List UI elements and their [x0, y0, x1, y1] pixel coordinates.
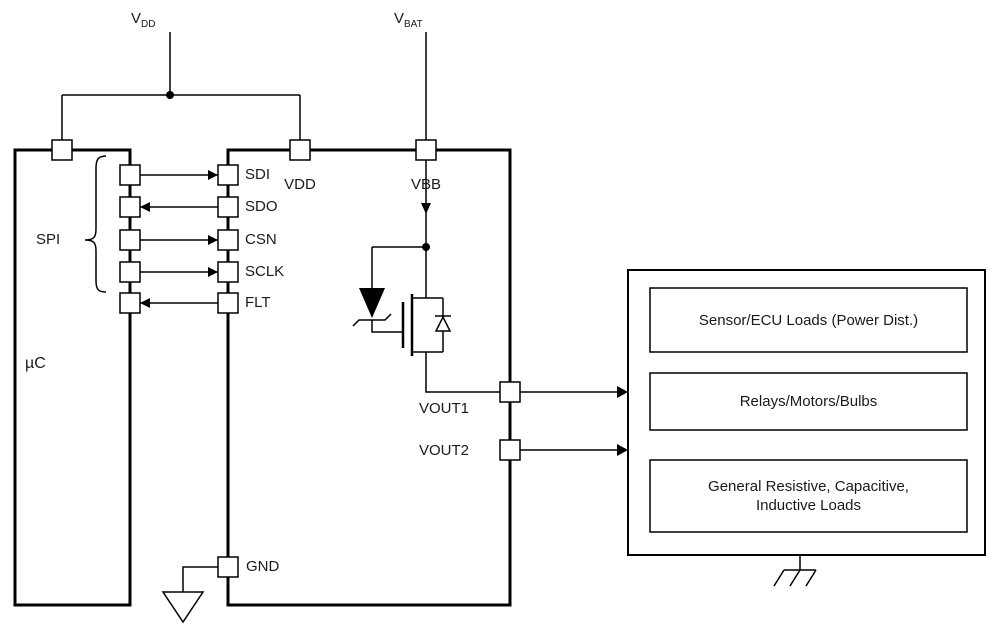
vout2-wire: [520, 444, 628, 456]
arrow-left-icon: [140, 202, 150, 212]
chassis-ground-symbol: [773, 555, 817, 587]
mcu-block: [13, 148, 132, 607]
pin-label-flt: FLT: [245, 294, 271, 311]
mosfet-symbol: [401, 294, 443, 356]
vbat-supply-label: VBAT: [394, 10, 423, 30]
load-label-relays-motors: Relays/Motors/Bulbs: [650, 373, 967, 430]
mcu-sdo-pin-box: [119, 196, 141, 218]
mcu-vdd-pin-box: [51, 139, 73, 161]
mcu-label: µC: [25, 355, 46, 372]
mcu-csn-pin-box: [119, 229, 141, 251]
mcu-sclk-pin-box: [119, 261, 141, 283]
pin-label-sclk: SCLK: [245, 263, 285, 280]
pin-label-sdo: SDO: [245, 198, 278, 215]
ic-flt-pin-box: [217, 292, 239, 314]
ic-csn-pin-box: [217, 229, 239, 251]
vbb-internal-wire: [372, 160, 431, 298]
arrow-right-icon: [617, 386, 628, 398]
pin-boxes: [51, 139, 521, 578]
vdd-supply-label: VDD: [131, 10, 155, 30]
load-label-general-line2: Inductive Loads: [755, 497, 862, 514]
vbat-supply-base: V: [394, 10, 405, 27]
load-box-3: [649, 459, 968, 533]
arrow-right-icon: [617, 444, 628, 456]
arrow-left-icon: [140, 298, 150, 308]
arrow-right-icon: [208, 170, 218, 180]
gnd-wire: [161, 566, 218, 624]
body-diode-symbol: [434, 298, 452, 352]
load-box-2: [649, 372, 968, 431]
mcu-sdi-pin-box: [119, 164, 141, 186]
ic-gnd-pin-box: [217, 556, 239, 578]
arrow-right-icon: [208, 267, 218, 277]
load-label-relays-motors-text: Relays/Motors/Bulbs: [739, 393, 878, 410]
pin-label-sdi: SDI: [245, 166, 271, 183]
spi-label: SPI: [36, 231, 61, 248]
ground-symbol: [161, 591, 205, 624]
pin-label-vout1: VOUT1: [419, 400, 470, 417]
load-label-general-line1: General Resistive, Capacitive,: [708, 478, 909, 495]
pin-label-gnd: GND: [246, 558, 280, 575]
ic-sdo-pin-box: [217, 196, 239, 218]
ic-vout2-pin-box: [499, 439, 521, 461]
load-label-general-loads: General Resistive, Capacitive, Inductive…: [650, 460, 967, 532]
ic-sclk-pin-box: [217, 261, 239, 283]
ic-vbb-pin-box: [415, 139, 437, 161]
vdd-supply-subscript: DD: [141, 19, 156, 30]
load-box-1: [649, 287, 968, 353]
load-label-sensor-ecu-text: Sensor/ECU Loads (Power Dist.): [698, 311, 919, 329]
ic-vout1-pin-box: [499, 381, 521, 403]
vout1-wire: [425, 352, 628, 398]
arrow-down-icon: [421, 203, 431, 214]
mcu-flt-pin-box: [119, 292, 141, 314]
pin-label-vdd: VDD: [284, 176, 316, 193]
load-label-sensor-ecu: Sensor/ECU Loads (Power Dist.): [650, 288, 967, 352]
vbat-supply-subscript: BAT: [404, 19, 423, 30]
spi-wires: [140, 170, 218, 308]
zener-diode-symbol: [352, 247, 403, 333]
vdd-rail-wire: [61, 32, 301, 140]
pin-label-vbb: VBB: [410, 176, 441, 193]
loads-block: [627, 269, 986, 556]
junction-dot: [166, 91, 174, 99]
pin-label-vout2: VOUT2: [419, 442, 470, 459]
spi-brace: [84, 155, 107, 293]
arrow-right-icon: [208, 235, 218, 245]
ic-sdi-pin-box: [217, 164, 239, 186]
ic-vdd-pin-box: [289, 139, 311, 161]
pin-label-csn: CSN: [245, 231, 277, 248]
driver-ic-block: [226, 148, 512, 607]
vdd-supply-base: V: [131, 10, 142, 27]
